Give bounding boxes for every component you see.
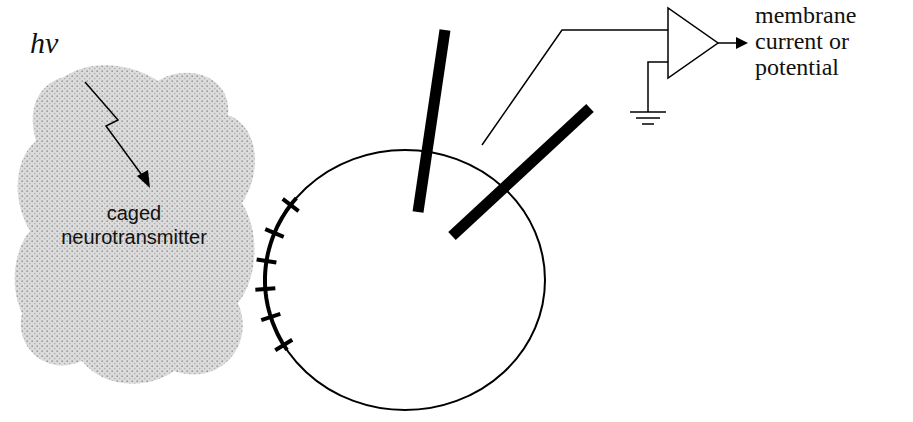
- node-content: caged neurotransmitter: [6, 55, 262, 395]
- receptor-membrane: [265, 198, 296, 350]
- pipette-wall: [418, 30, 445, 212]
- light-flash: [85, 82, 144, 178]
- light-label: hν: [30, 26, 58, 60]
- cloud-shape: [6, 55, 262, 395]
- light-arrowhead: [137, 170, 150, 188]
- ground-symbol: [636, 117, 660, 119]
- ground-wire: [648, 62, 668, 112]
- cloud-label: caged neurotransmitter: [49, 201, 219, 249]
- pipette-wall: [452, 108, 590, 236]
- output-wire: [718, 42, 738, 44]
- caged-compound-cloud: caged neurotransmitter: [6, 55, 262, 395]
- ground-symbol: [630, 111, 666, 113]
- ground-symbol: [642, 123, 654, 125]
- amplifier-symbol: [668, 8, 718, 78]
- output-label: membrane current or potential: [755, 2, 905, 80]
- electrode-wire: [482, 30, 668, 145]
- receptor-marks: [255, 198, 298, 350]
- output-arrowhead: [736, 37, 748, 49]
